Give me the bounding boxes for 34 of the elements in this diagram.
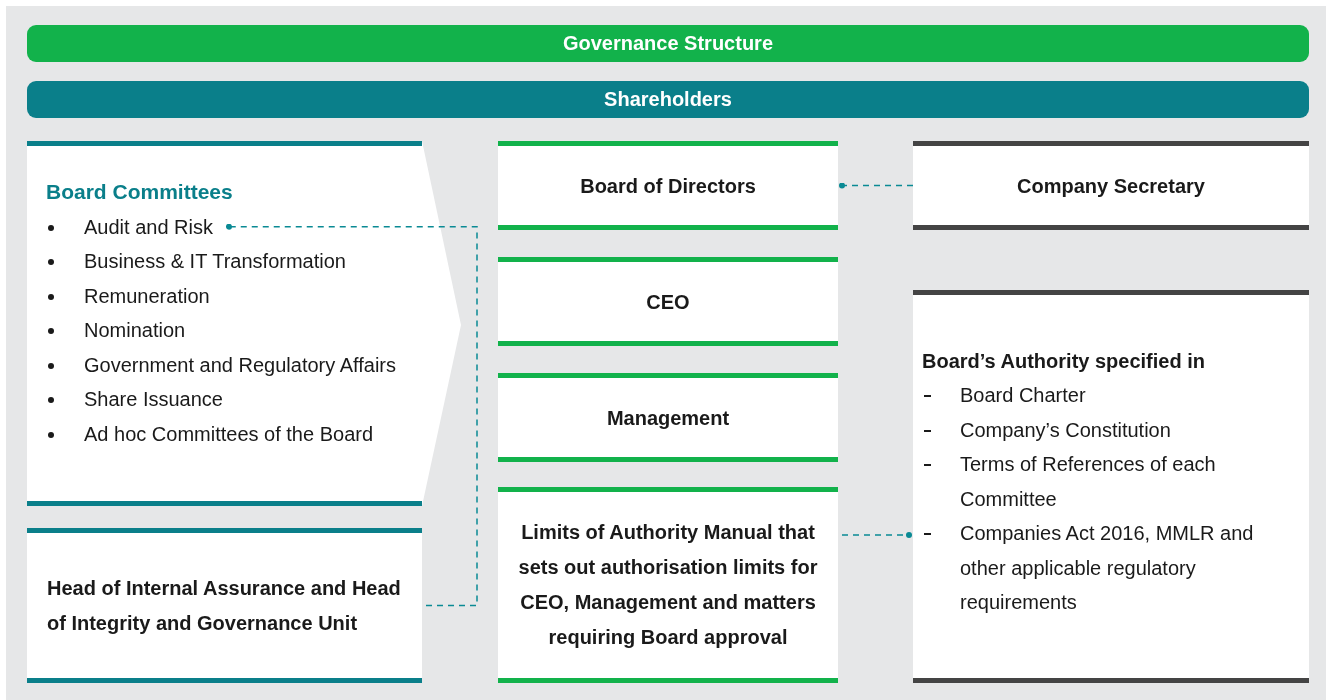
management-box	[498, 373, 838, 462]
secretary-box	[913, 141, 1309, 230]
shareholders-banner	[27, 81, 1309, 118]
manual-box	[498, 487, 838, 683]
dashed-connector	[225, 223, 478, 607]
list-item: Ad hoc Committees of the Board	[84, 421, 374, 447]
dashed-connector	[841, 532, 912, 538]
box-label: CEO	[646, 289, 690, 315]
board-box	[498, 141, 838, 230]
list-item: Companies Act 2016, MMLR and other applicable regulatory requirements	[960, 521, 1255, 615]
list-item: Nomination	[84, 318, 186, 343]
ceo-box	[498, 257, 838, 346]
dashed-connector	[839, 182, 914, 189]
committees-panel	[27, 141, 461, 506]
banner-text: Governance Structure	[562, 31, 774, 57]
list-item: Audit and Risk	[84, 214, 213, 240]
title-banner	[27, 25, 1309, 62]
list-item: Terms of References of each Committee	[960, 452, 1217, 512]
list-item: Government and Regulatory Affairs	[84, 352, 397, 378]
list-item: Business & IT Transformation	[84, 249, 346, 274]
list-item: Board Charter	[960, 383, 1086, 408]
heading: Board’s Authority specified in	[922, 348, 1206, 374]
box-label: Management	[606, 405, 730, 431]
list-item: Remuneration	[84, 283, 210, 309]
heading: Board Committees	[46, 179, 234, 205]
box-label: Limits of Authority Manual that sets out authorisation limits for CEO, Management and matters requiring Board approval	[517, 520, 819, 650]
banner-text: Shareholders	[604, 87, 732, 113]
list-item: Share Issuance	[84, 387, 223, 412]
unit-box	[27, 528, 422, 683]
list-item: Company’s Constitution	[960, 417, 1171, 443]
authority-box	[913, 290, 1309, 683]
box-label: Company Secretary	[1017, 173, 1205, 199]
box-label: Head of Internal Assurance and Head of Integrity and Governance Unit	[47, 576, 402, 636]
box-label: Board of Directors	[580, 173, 756, 199]
